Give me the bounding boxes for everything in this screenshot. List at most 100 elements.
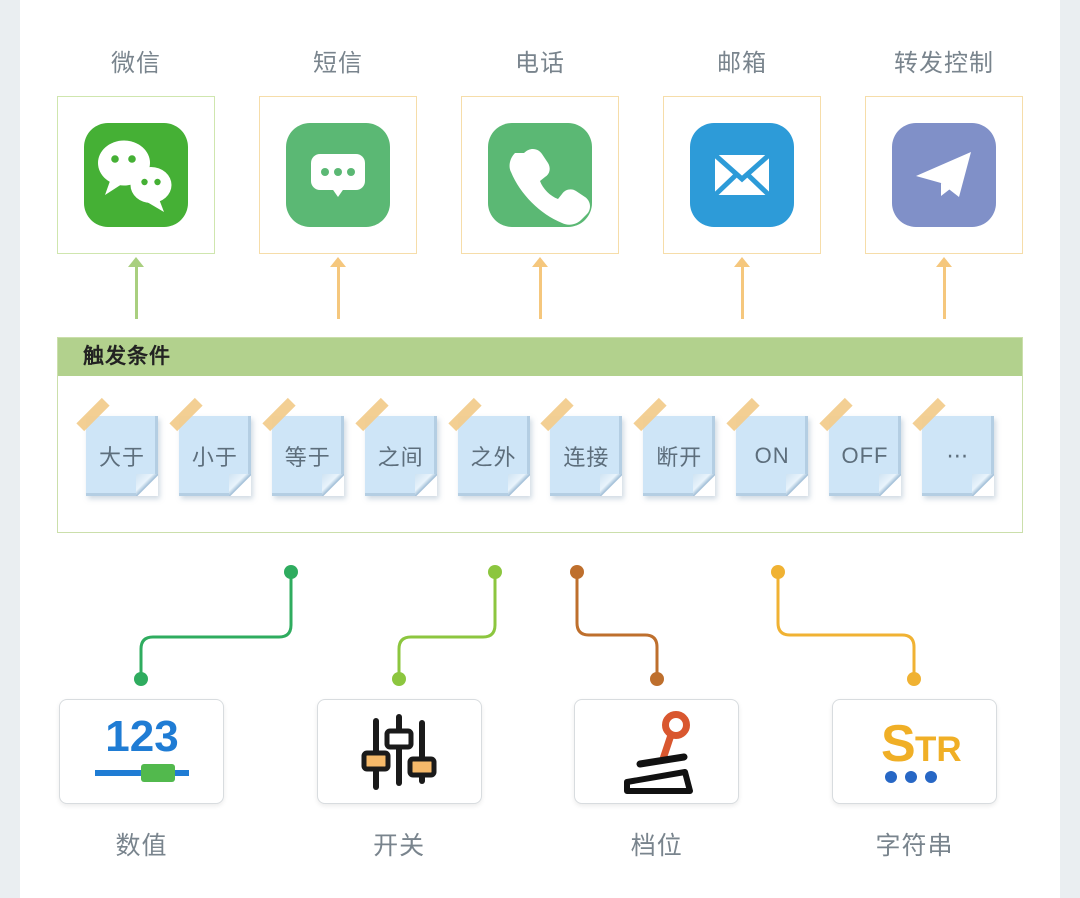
tape-icon: [355, 397, 389, 432]
string-icon: S TR: [881, 715, 962, 783]
channel-label: 转发控制: [894, 50, 994, 77]
trigger-conditions-list: 大于 小于 等于 之间 之外: [58, 376, 1022, 532]
note-fold-corner: [136, 474, 158, 496]
type-box: [316, 699, 482, 804]
type-gear: 档位: [574, 699, 740, 862]
condition-note-less: 小于: [169, 397, 251, 496]
numeric-connector: [134, 565, 298, 686]
tape-icon: [169, 397, 203, 432]
type-switch: 开关: [316, 699, 482, 862]
type-label: 档位: [630, 832, 683, 860]
tape-icon: [633, 397, 667, 432]
note-fold-corner: [971, 474, 994, 496]
svg-text:TR: TR: [915, 730, 962, 769]
condition-note-greater: 大于: [76, 397, 158, 496]
condition-note-equal: 等于: [262, 397, 344, 496]
condition-label: 之间: [377, 445, 424, 470]
right-gutter: [1060, 0, 1080, 898]
note-fold-corner: [693, 474, 716, 496]
type-box: S TR: [831, 699, 997, 804]
tape-icon: [819, 397, 853, 432]
type-box: [574, 699, 740, 804]
condition-note-more: ⋯: [912, 397, 994, 496]
condition-label: 小于: [191, 445, 238, 470]
condition-label: 断开: [656, 445, 703, 470]
channel-email: 邮箱: [663, 50, 821, 319]
phone-icon: [488, 123, 592, 227]
condition-note-outside: 之外: [447, 397, 530, 496]
note-fold-corner: [228, 474, 251, 496]
arrow-head: [734, 257, 750, 267]
tape-icon: [726, 397, 760, 432]
arrow-head: [532, 257, 548, 267]
telegram-icon: [892, 123, 996, 227]
svg-text:123: 123: [105, 712, 178, 761]
numeric-icon: 123: [94, 712, 189, 782]
channel-box: [259, 96, 417, 254]
channel-label: 邮箱: [717, 50, 767, 77]
tape-icon: [912, 397, 946, 432]
note-fold-corner: [414, 474, 437, 496]
email-icon: [690, 123, 794, 227]
tape-icon: [540, 397, 574, 432]
sms-icon: [286, 123, 390, 227]
string-connector: [771, 565, 921, 686]
arrow-line: [740, 267, 744, 319]
switch-icon: [361, 713, 437, 790]
tape-icon: [76, 397, 110, 432]
condition-note-off: OFF: [819, 397, 901, 496]
channel-label: 微信: [111, 50, 161, 77]
notification-channels-row: 微信 短信: [0, 0, 1080, 319]
arrow-head: [936, 257, 952, 267]
condition-note-connect: 连接: [540, 397, 623, 496]
data-types-row: 123 数值 开关: [0, 699, 1080, 862]
channel-forward-control: 转发控制: [865, 50, 1023, 319]
condition-label: OFF: [841, 443, 889, 468]
arrow-line: [942, 267, 946, 319]
channel-box: [663, 96, 821, 254]
arrow-line: [538, 267, 542, 319]
up-arrow: [532, 257, 548, 319]
connector-lines: [134, 565, 921, 686]
note-fold-corner: [321, 474, 344, 496]
condition-note-on: ON: [726, 397, 809, 496]
type-label: 开关: [373, 832, 426, 860]
channel-label: 电话: [515, 50, 565, 77]
svg-text:S: S: [881, 715, 916, 773]
gear-connector: [570, 565, 664, 686]
gear-lever-icon: [624, 710, 694, 794]
trigger-panel-title: 触发条件: [58, 338, 1022, 376]
channel-phone: 电话: [461, 50, 619, 319]
up-arrow: [734, 257, 750, 319]
arrow-head: [330, 257, 346, 267]
left-gutter: [0, 0, 20, 898]
type-label: 字符串: [875, 832, 954, 860]
note-fold-corner: [879, 474, 901, 496]
condition-label: 大于: [98, 445, 145, 470]
channel-wechat: 微信: [57, 50, 215, 319]
condition-label: ON: [754, 443, 790, 468]
type-label: 数值: [115, 832, 168, 860]
condition-label: 连接: [563, 445, 610, 470]
tape-icon: [447, 397, 482, 432]
switch-connector: [392, 565, 502, 686]
tape-icon: [262, 397, 296, 432]
channel-label: 短信: [313, 50, 363, 77]
up-arrow: [330, 257, 346, 319]
channel-box: [865, 96, 1023, 254]
note-fold-corner: [600, 474, 623, 496]
condition-label: 之外: [470, 445, 517, 470]
note-fold-corner: [786, 474, 809, 496]
up-arrow: [936, 257, 952, 319]
note-fold-corner: [507, 474, 530, 496]
type-string: S TR 字符串: [831, 699, 997, 862]
arrow-line: [336, 267, 340, 319]
type-box: 123: [59, 699, 224, 804]
trigger-conditions-panel: 触发条件 大于 小于 等于 之间: [57, 337, 1023, 533]
condition-label: 等于: [284, 445, 331, 470]
channel-box: [461, 96, 619, 254]
condition-note-between: 之间: [355, 397, 437, 496]
channel-box: [57, 96, 215, 254]
arrow-line: [134, 267, 138, 319]
